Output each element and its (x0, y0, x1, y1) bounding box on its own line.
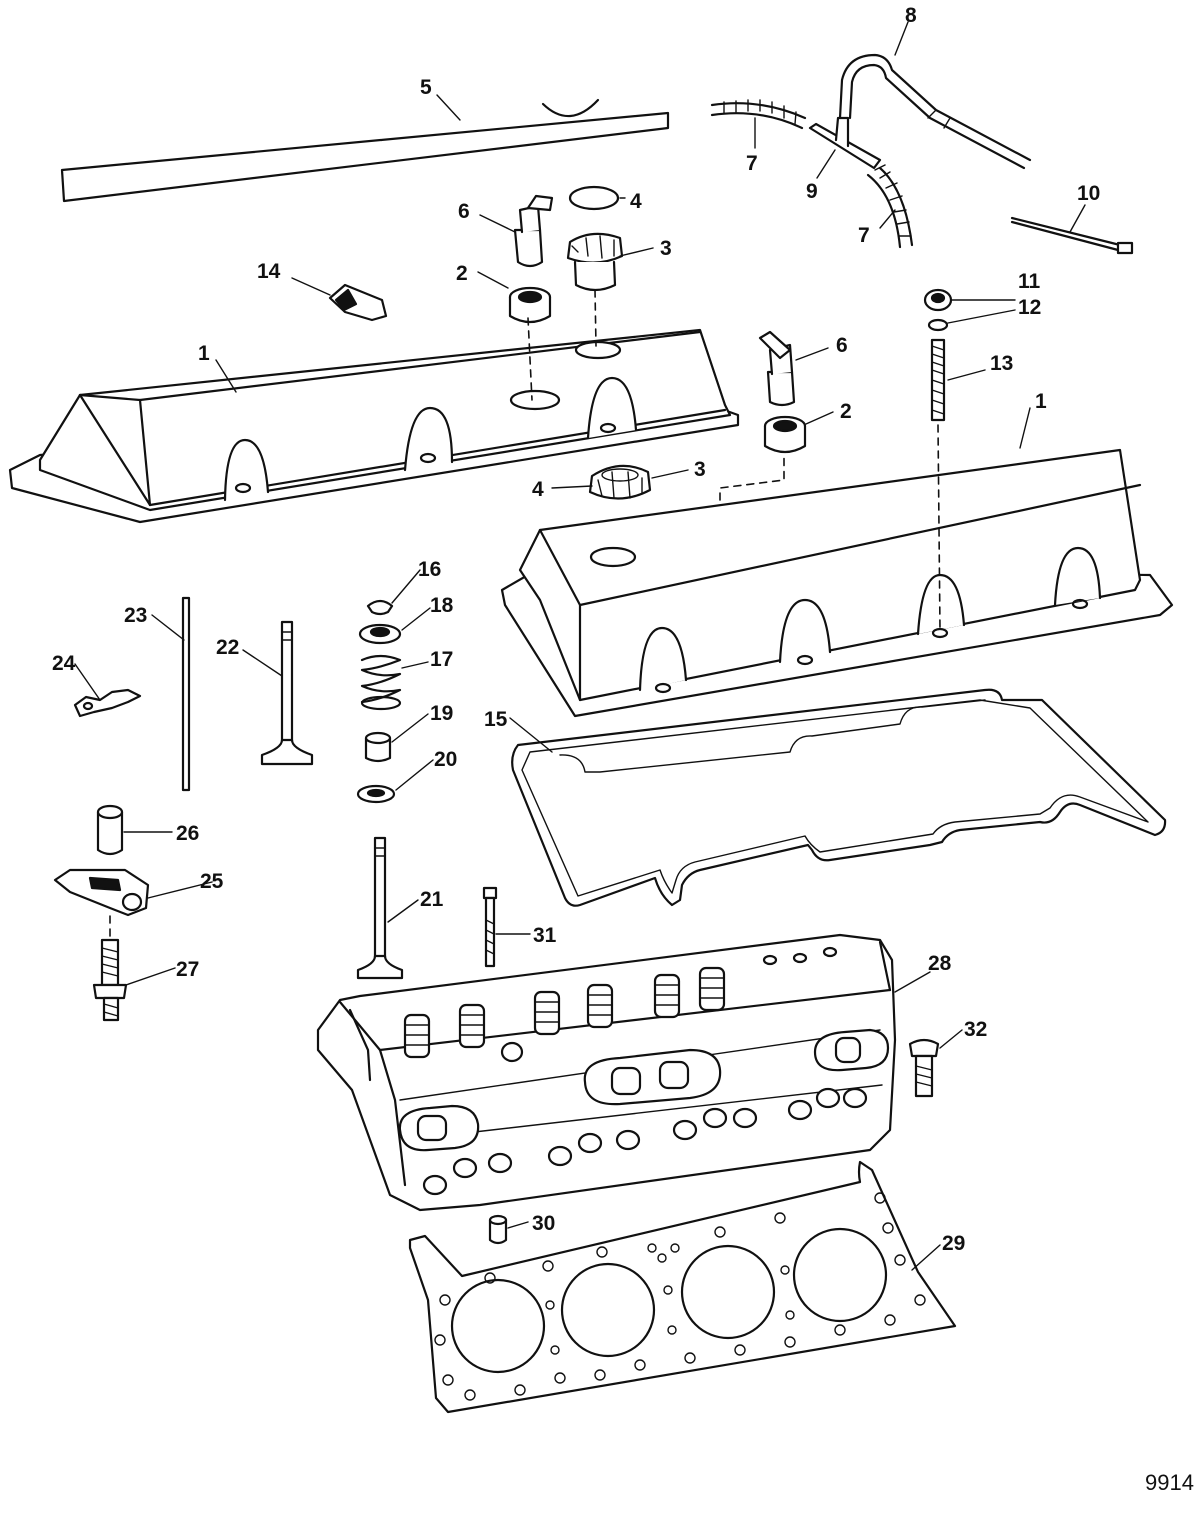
label-15: 15 (484, 708, 508, 731)
leader-lines (74, 21, 1086, 1271)
part-28-cylinder-head (316, 933, 897, 1212)
part-19-valve-seal (364, 731, 392, 763)
part-18-spring-cap (358, 623, 402, 645)
part-30-dowel-pin (488, 1214, 508, 1245)
label-7-right: 7 (858, 224, 870, 247)
part-17-valve-spring (360, 654, 402, 711)
label-20: 20 (434, 748, 457, 771)
part-6-left-pcv-valve (513, 194, 554, 268)
part-22-valve (260, 620, 314, 766)
label-25: 25 (200, 870, 224, 893)
part-8-hose (838, 53, 1032, 170)
label-22: 22 (216, 636, 239, 659)
label-27: 27 (176, 958, 199, 981)
label-5: 5 (420, 76, 432, 99)
part-3-left-oil-fill-cap (566, 232, 624, 292)
part-15-valve-cover-gasket (511, 688, 1167, 907)
part-2-left-grommet (508, 286, 552, 324)
label-9: 9 (806, 180, 818, 203)
part-7-left-hose (710, 99, 807, 130)
part-25-rocker-arm (53, 868, 150, 917)
label-29: 29 (942, 1232, 965, 1255)
label-8: 8 (905, 4, 917, 27)
gasket-bolt-holes (434, 1192, 926, 1401)
callout-labels: 5 7 8 9 7 10 4 3 6 2 14 1 11 12 13 6 2 1… (52, 4, 1100, 1255)
label-13: 13 (990, 352, 1013, 375)
label-2-left: 2 (456, 262, 468, 285)
label-32: 32 (964, 1018, 987, 1041)
part-29-head-gasket (408, 1160, 957, 1414)
label-18: 18 (430, 594, 454, 617)
label-7-left: 7 (746, 152, 758, 175)
label-28: 28 (928, 952, 952, 975)
part-14-clip (328, 283, 388, 322)
label-14: 14 (257, 260, 281, 283)
part-24-guide-plate (73, 688, 142, 718)
part-12-washer (927, 318, 949, 332)
assembly-lines (109, 289, 941, 941)
label-12: 12 (1018, 296, 1041, 319)
part-6-right-pcv-valve (758, 330, 796, 407)
part-16-valve-keepers (366, 599, 394, 616)
label-19: 19 (430, 702, 453, 725)
part-5-baffle-plate (60, 98, 670, 203)
part-13-stud (930, 338, 946, 422)
label-24: 24 (52, 652, 76, 675)
part-9-tee-fitting (808, 116, 882, 170)
label-21: 21 (420, 888, 444, 911)
part-20-shim (356, 784, 396, 804)
label-17: 17 (430, 648, 453, 671)
part-32-bolt (908, 1038, 940, 1098)
part-3-right-oil-fill-cap (588, 464, 652, 500)
label-11: 11 (1018, 270, 1041, 293)
label-6-left: 6 (458, 200, 470, 223)
label-6-right: 6 (836, 334, 848, 357)
label-3-left: 3 (660, 237, 672, 260)
part-27-rocker-stud (92, 938, 128, 1022)
part-11-nut (923, 288, 953, 312)
head-valve-springs (403, 966, 726, 1059)
part-7-right-hose (866, 164, 914, 249)
part-1-left-valve-cover (8, 328, 740, 524)
part-2-right-grommet (763, 415, 807, 454)
part-31-bolt (482, 886, 498, 968)
label-23: 23 (124, 604, 147, 627)
label-4-right: 4 (532, 478, 544, 501)
label-16: 16 (418, 558, 441, 581)
head-bolt-bosses (422, 1087, 868, 1196)
part-1-right-valve-cover (500, 448, 1174, 718)
label-30: 30 (532, 1212, 555, 1235)
label-3-right: 3 (694, 458, 706, 481)
label-26: 26 (176, 822, 199, 845)
label-4-left: 4 (630, 190, 642, 213)
figure-number: 9914 (1145, 1470, 1194, 1495)
part-4-left-cap-seal (568, 185, 620, 211)
label-1-left: 1 (198, 342, 210, 365)
label-31: 31 (533, 924, 557, 947)
label-10: 10 (1077, 182, 1100, 205)
label-1-right: 1 (1035, 390, 1047, 413)
part-23-pushrod (181, 596, 191, 792)
part-10-cable-tie (1010, 216, 1134, 255)
part-21-valve (356, 836, 404, 980)
part-26-pivot-ball (96, 804, 124, 856)
label-2-right: 2 (840, 400, 852, 423)
